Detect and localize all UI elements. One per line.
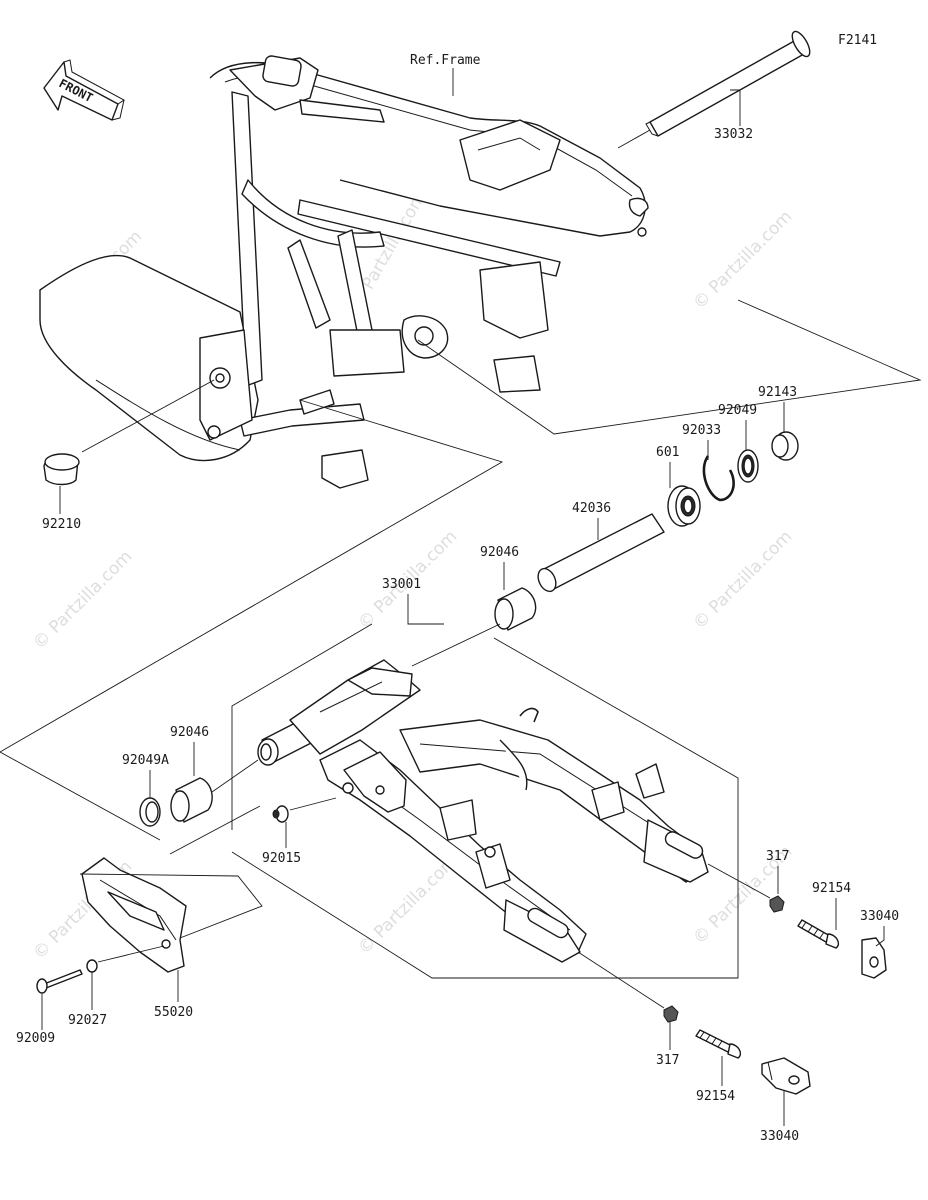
label-92143: 92143	[758, 385, 797, 400]
label-317-top: 317	[766, 849, 789, 864]
bolt-92154-top	[797, 919, 840, 949]
label-33032: 33032	[714, 127, 753, 142]
label-33001: 33001	[382, 577, 421, 592]
label-317-bottom: 317	[656, 1053, 679, 1068]
chain-guard-55020	[81, 857, 187, 973]
grease-nipple-92015	[272, 805, 289, 823]
label-92154-bottom: 92154	[696, 1089, 735, 1104]
label-92027: 92027	[68, 1013, 107, 1028]
watermark: © Partzilla.com	[29, 547, 136, 654]
label-92046-top: 92046	[480, 545, 519, 560]
nut-317-top	[769, 895, 785, 913]
bearing-601	[667, 485, 701, 527]
washer-92027	[86, 959, 98, 973]
label-601: 601	[656, 445, 679, 460]
label-92033: 92033	[682, 423, 721, 438]
label-33040-bottom: 33040	[760, 1129, 799, 1144]
label-92046-left: 92046	[170, 725, 209, 740]
watermark: © Partzilla.com	[689, 527, 796, 634]
needle-bearing-92046-top	[494, 587, 537, 631]
label-92210: 92210	[42, 517, 81, 532]
watermark: © Partzilla.com	[354, 852, 461, 959]
label-92049A: 92049A	[122, 753, 169, 768]
label-92049: 92049	[718, 403, 757, 418]
ref-frame-label: Ref.Frame	[410, 53, 481, 68]
label-92154-top: 92154	[812, 881, 851, 896]
label-33040-top: 33040	[860, 909, 899, 924]
label-92009: 92009	[16, 1031, 55, 1046]
front-arrow-icon: FRONT	[43, 59, 125, 121]
oil-seal-92049	[737, 449, 759, 483]
collar-92143	[771, 431, 799, 461]
label-55020: 55020	[154, 1005, 193, 1020]
watermark: © Partzilla.com	[689, 207, 796, 314]
frame-reference	[39, 55, 649, 489]
needle-bearing-92046-left	[170, 777, 213, 823]
adjuster-plate-33040-top	[861, 937, 887, 979]
label-92015: 92015	[262, 851, 301, 866]
pivot-shaft-33032	[645, 30, 811, 137]
label-42036: 42036	[572, 501, 611, 516]
bolt-92154-bottom	[695, 1029, 742, 1059]
figure-code: F2141	[838, 33, 877, 48]
collar-42036	[537, 513, 665, 593]
swingarm-33001	[257, 659, 709, 963]
bolt-92009	[36, 969, 83, 994]
oil-seal-92049A	[139, 797, 161, 827]
adjuster-plate-33040-bottom	[761, 1057, 811, 1095]
nut-317-bottom	[663, 1005, 679, 1023]
group-bracket-lines	[417, 299, 922, 435]
circlip-92033	[702, 455, 735, 502]
cap-92210	[43, 453, 80, 486]
